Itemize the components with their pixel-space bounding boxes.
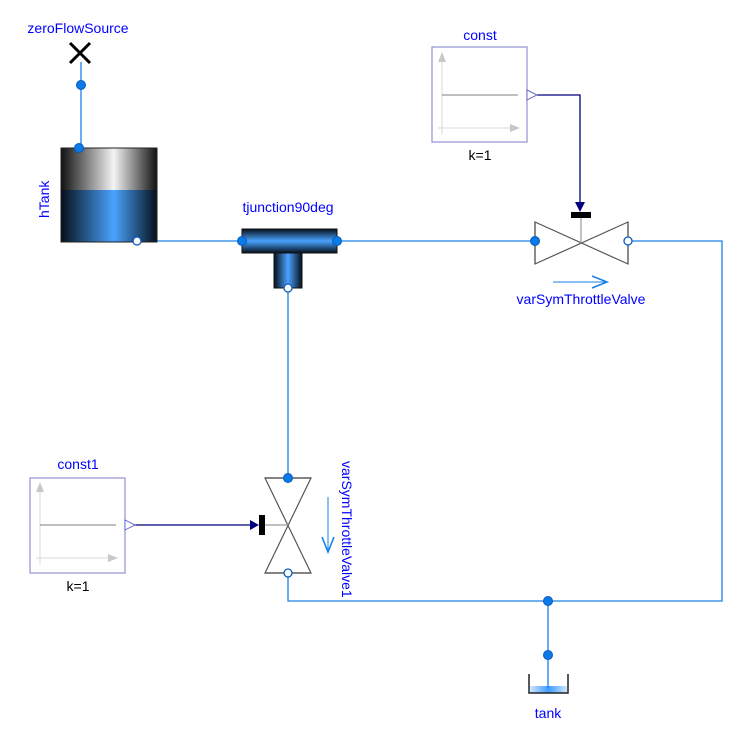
actuator-bar-icon xyxy=(259,515,265,535)
tjunction-90deg[interactable]: tjunction90deg xyxy=(237,199,342,293)
var-sym-throttle-valve1[interactable]: varSymThrottleValve1 xyxy=(259,461,355,598)
connection-junction-node xyxy=(543,596,553,606)
signal-arrow-icon xyxy=(250,520,259,530)
var-sym-throttle-valve[interactable]: varSymThrottleValve xyxy=(517,212,646,307)
output-port-icon[interactable] xyxy=(526,89,539,101)
fluid-port-filled[interactable] xyxy=(237,236,247,246)
valve-label: varSymThrottleValve xyxy=(517,291,646,307)
connection-const-to-valve[interactable] xyxy=(537,94,581,202)
fluid-port-hollow[interactable] xyxy=(132,236,142,246)
actuator-bar-icon xyxy=(571,212,591,218)
fluid-port-filled[interactable] xyxy=(543,650,553,660)
fluid-port-hollow[interactable] xyxy=(283,283,293,293)
const-param: k=1 xyxy=(469,147,492,163)
tjunction-branch-pipe xyxy=(273,252,303,289)
tank-outline xyxy=(60,147,158,243)
const-block[interactable]: const k=1 xyxy=(431,27,539,163)
tank-fluid-icon xyxy=(530,686,567,693)
zero-flow-source-label: zeroFlowSource xyxy=(27,20,128,36)
const-graph-icon xyxy=(438,52,520,134)
tank-liquid-region xyxy=(61,190,157,242)
fluid-port-filled[interactable] xyxy=(332,236,342,246)
const-label: const xyxy=(463,27,497,43)
valve1-label: varSymThrottleValve1 xyxy=(339,461,355,598)
fluid-port-hollow[interactable] xyxy=(283,568,293,578)
fluid-port-hollow[interactable] xyxy=(623,236,633,246)
fluid-port-filled[interactable] xyxy=(530,236,540,246)
h-tank-label: hTank xyxy=(36,180,52,218)
const1-block[interactable]: const1 k=1 xyxy=(29,456,137,594)
cross-icon xyxy=(68,41,92,65)
zero-flow-source[interactable]: zeroFlowSource xyxy=(27,20,129,90)
const1-label: const1 xyxy=(57,456,98,472)
fluid-port-filled[interactable] xyxy=(283,473,293,483)
flow-direction-arrow-icon xyxy=(553,275,610,289)
flow-direction-arrow-icon xyxy=(321,497,335,555)
tjunction-label: tjunction90deg xyxy=(242,199,333,215)
tank-vessel-icon xyxy=(528,674,569,694)
signal-connections xyxy=(133,94,585,530)
fluid-port-filled[interactable] xyxy=(74,143,84,153)
h-tank[interactable]: hTank xyxy=(36,143,158,246)
connection-valve1-to-node[interactable] xyxy=(287,573,548,602)
fluid-port-filled[interactable] xyxy=(76,80,86,90)
fluid-connections xyxy=(80,86,723,655)
signal-arrow-icon xyxy=(575,202,585,212)
const1-param: k=1 xyxy=(67,578,90,594)
connection-valve-to-tank-right[interactable] xyxy=(548,240,723,602)
tank-label: tank xyxy=(535,705,562,721)
tank-gas-region xyxy=(61,148,157,190)
tjunction-main-pipe xyxy=(241,228,338,254)
const1-graph-icon xyxy=(36,482,118,564)
open-tank[interactable]: tank xyxy=(528,650,569,722)
output-port-icon[interactable] xyxy=(124,519,137,531)
